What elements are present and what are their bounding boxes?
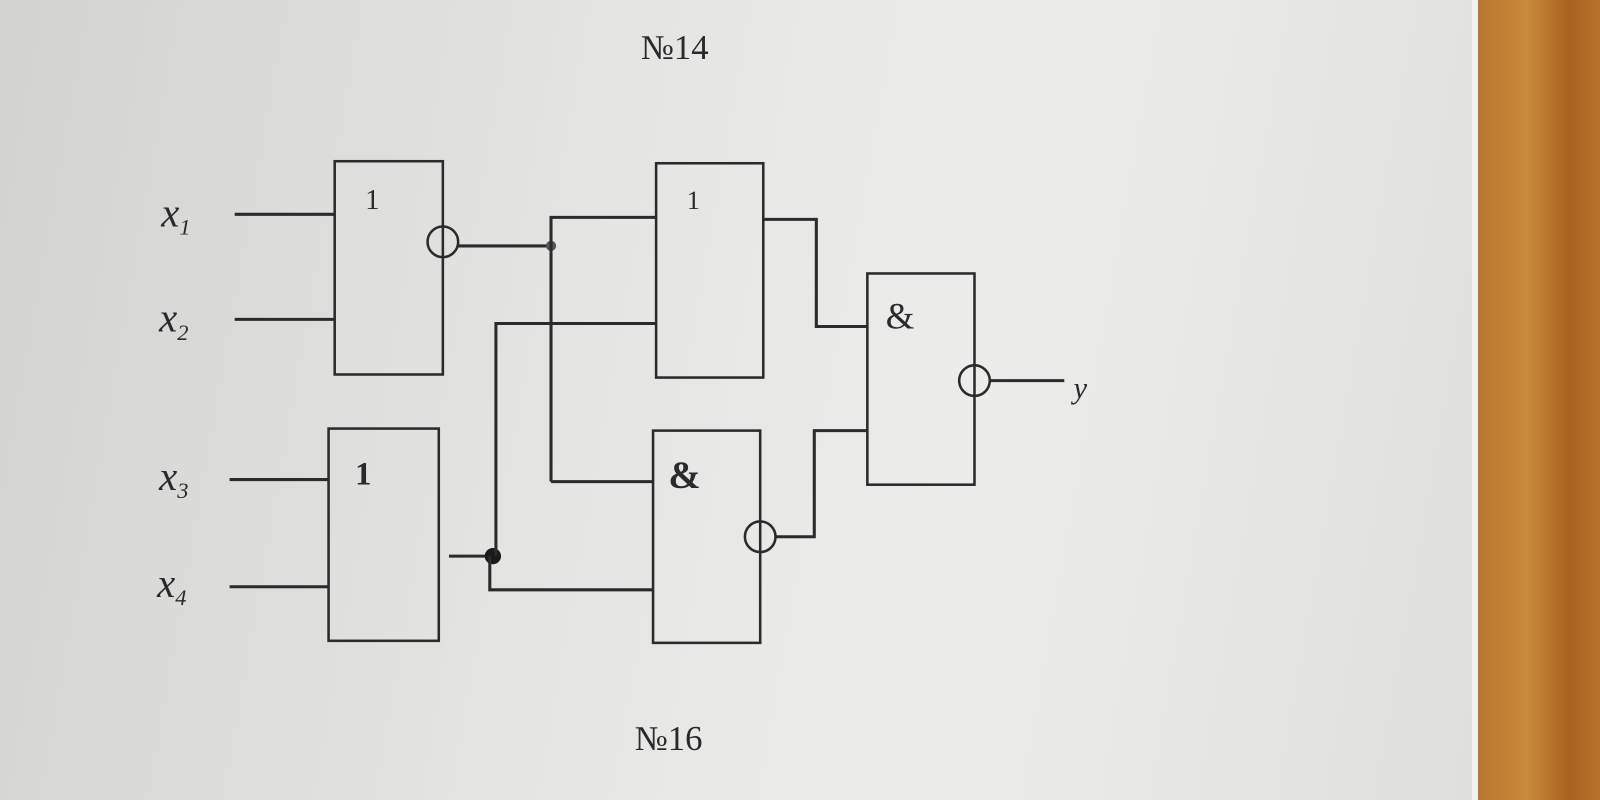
wire-g4-to-g5 bbox=[775, 429, 868, 539]
heading-top: №14 bbox=[641, 28, 709, 67]
gate-5-and bbox=[866, 272, 976, 486]
gate-2-or bbox=[327, 427, 441, 643]
input-label-x3: x3 bbox=[158, 454, 188, 503]
paper-edge bbox=[1472, 0, 1480, 800]
wire-g2-to-g4 bbox=[488, 556, 654, 592]
input-label-x4: x4 bbox=[156, 561, 186, 610]
gate-3-or bbox=[654, 161, 765, 379]
gate-4-and bbox=[651, 429, 762, 645]
wire-g1-branch bbox=[549, 215, 657, 482]
gate-1-inversion-bubble bbox=[426, 225, 460, 259]
junction-dot-g2 bbox=[484, 547, 502, 565]
wire-g2-to-g3 bbox=[494, 321, 657, 557]
gate-3-label: 1 bbox=[687, 185, 700, 215]
wire-g3-to-g5 bbox=[763, 217, 868, 329]
output-label-y: y bbox=[1070, 371, 1087, 405]
input-label-x1: x1 bbox=[160, 191, 190, 240]
wooden-table-edge bbox=[1478, 0, 1600, 800]
gate-2-label: 1 bbox=[355, 457, 371, 493]
gate-4-label: & bbox=[668, 454, 700, 497]
heading-bottom: №16 bbox=[635, 719, 703, 758]
gate-1-or bbox=[333, 159, 445, 376]
gate-5-label: & bbox=[886, 296, 915, 337]
input-label-x2: x2 bbox=[158, 296, 188, 345]
gate-1-label: 1 bbox=[365, 185, 379, 216]
